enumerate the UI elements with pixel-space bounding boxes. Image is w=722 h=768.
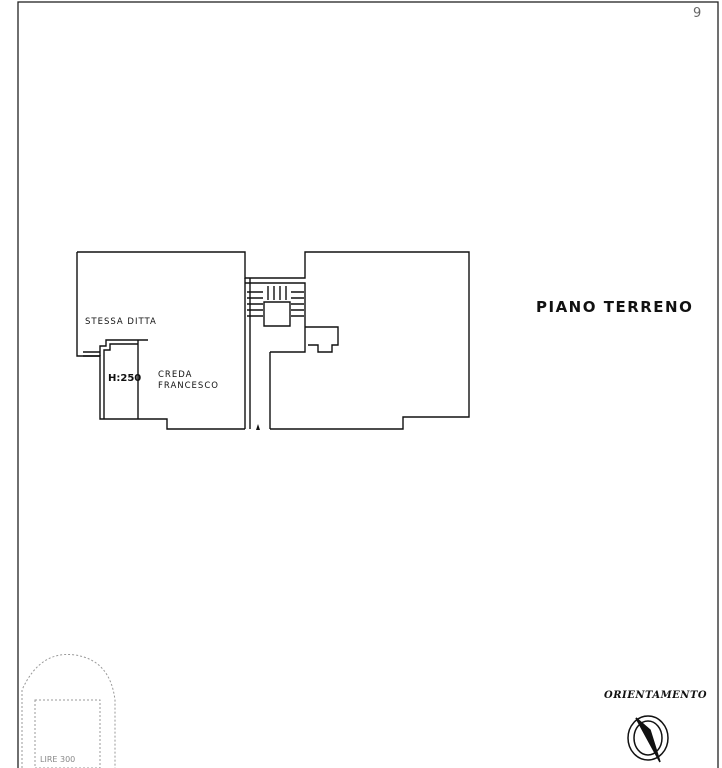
page-number: 9	[693, 6, 702, 21]
building-outline	[76, 251, 470, 430]
revenue-stamp	[21, 653, 116, 768]
entrance-arrow-icon	[256, 424, 260, 430]
plan-title: PIANO TERRENO	[536, 298, 694, 316]
page-border	[17, 1, 719, 768]
compass-icon	[627, 715, 669, 763]
orientation-label: ORIENTAMENTO	[604, 690, 708, 701]
room-label-creda: CREDA	[158, 370, 193, 380]
room-label-stessa-ditta: STESSA DITTA	[85, 317, 157, 327]
height-note: H:250	[108, 373, 142, 384]
room-label-francesco: FRANCESCO	[158, 381, 219, 391]
stamp-text: LIRE 300	[40, 755, 76, 764]
